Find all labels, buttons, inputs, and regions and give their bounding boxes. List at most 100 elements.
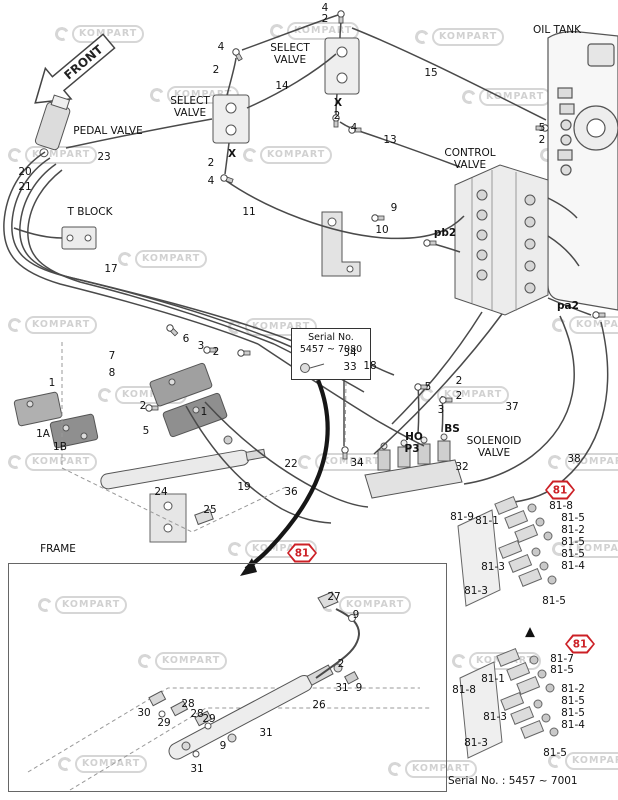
hexagon-fill	[547, 482, 573, 498]
hose-lines	[3, 14, 609, 524]
part-label: BS	[444, 422, 460, 435]
part-label: 32	[455, 460, 469, 473]
part-label: X	[227, 147, 237, 160]
part-label: 5	[424, 380, 432, 393]
kompart-watermark-text: KOMPART	[25, 316, 98, 335]
kompart-watermark: KOMPART	[136, 652, 228, 671]
part-label: 81-5	[543, 746, 567, 759]
label-select-valve-lower: SELECT VALVE	[170, 94, 210, 119]
part-label: 34	[343, 346, 357, 359]
part-label: 7	[108, 349, 116, 362]
callout-81-hexagon: 81	[545, 480, 575, 500]
kompart-watermark: KOMPART	[386, 760, 478, 779]
part-label: 81-4	[561, 718, 585, 731]
part-label: 2	[455, 374, 463, 387]
part-label: 4	[217, 40, 225, 53]
part-label: 2	[321, 12, 329, 25]
callout-81-text: 81	[294, 547, 310, 559]
part-label: 38	[567, 452, 581, 465]
footer-serial-number: Serial No. : 5457 ~ 7001	[448, 775, 578, 787]
kompart-watermark: KOMPART	[320, 596, 412, 615]
part-label: 13	[383, 133, 397, 146]
part-label: 24	[154, 485, 168, 498]
part-label: 81-9	[450, 510, 474, 523]
part-label: 81-3	[464, 736, 488, 749]
part-label: 2	[207, 156, 215, 169]
part-label: 81-2	[561, 523, 585, 536]
part-label: 2	[212, 345, 220, 358]
part-label: 3	[437, 403, 445, 416]
kompart-watermark: KOMPART	[418, 386, 510, 405]
label-control-valve: CONTROL VALVE	[444, 146, 496, 171]
kompart-watermark: KOMPART	[56, 755, 148, 774]
callout-81-text: 81	[572, 638, 588, 650]
part-label: 11	[242, 205, 256, 218]
part-label: 4	[207, 174, 215, 187]
part-label: 2	[337, 657, 345, 670]
part-label: 81-3	[483, 710, 507, 723]
callout-81-hexagon: 81	[287, 543, 317, 563]
kompart-watermark: KOMPART	[6, 146, 98, 165]
part-label: 2	[212, 63, 220, 76]
kompart-watermark-text: KOMPART	[565, 453, 618, 472]
part-label: 33	[343, 360, 357, 373]
part-label: 4	[350, 121, 358, 134]
control-valve-graphic	[454, 164, 549, 316]
part-label: 20	[18, 165, 32, 178]
kompart-watermark-text: KOMPART	[405, 760, 478, 779]
part-label: 81-4	[561, 559, 585, 572]
part-label: 9	[390, 201, 398, 214]
kompart-watermark: KOMPART	[6, 453, 98, 472]
part-label: 81-2	[561, 682, 585, 695]
part-label: 31	[190, 762, 204, 775]
kompart-watermark-text: KOMPART	[55, 596, 128, 615]
part-label: 27	[327, 590, 341, 603]
part-label: pb2	[433, 226, 457, 239]
part-label: pa2	[557, 299, 579, 312]
part-label: 2	[333, 109, 341, 122]
part-label: 23	[97, 150, 111, 163]
kompart-watermark: KOMPART	[241, 146, 333, 165]
kompart-watermark: KOMPART	[226, 540, 318, 559]
kompart-watermark: KOMPART	[226, 318, 318, 337]
part-label: 34	[350, 456, 364, 469]
part-label: 81-1	[475, 514, 499, 527]
up-triangle-marker: ▲	[525, 624, 535, 640]
kompart-watermark-text: KOMPART	[155, 652, 228, 671]
kompart-watermark-text: KOMPART	[135, 250, 208, 269]
part-label: 9	[352, 608, 360, 621]
part-label: 81-7	[550, 652, 574, 665]
kompart-watermark: KOMPART	[546, 453, 618, 472]
label-frame: FRAME	[40, 542, 76, 555]
part-label: 8	[108, 366, 116, 379]
part-label: 9	[219, 739, 227, 752]
part-label: 9	[355, 681, 363, 694]
part-label: 6	[182, 332, 190, 345]
part-label: 81-5	[561, 535, 585, 548]
part-label: 28	[181, 697, 195, 710]
part-label: 31	[259, 726, 273, 739]
hexagon-fill	[289, 545, 315, 561]
part-label: 14	[275, 79, 289, 92]
part-label: 17	[104, 262, 118, 275]
detail-leader-curve	[240, 379, 330, 576]
kompart-watermark-text: KOMPART	[245, 318, 318, 337]
part-label: 37	[505, 400, 519, 413]
part-label: 81-8	[452, 683, 476, 696]
part-label: 81-5	[561, 547, 585, 560]
kompart-watermark-text: KOMPART	[339, 596, 412, 615]
label-oil-tank: OIL TANK	[532, 23, 582, 36]
kompart-watermark-text: KOMPART	[569, 540, 618, 559]
part-label: 15	[424, 66, 438, 79]
part-label: 1	[48, 376, 56, 389]
kompart-watermark: KOMPART	[36, 596, 128, 615]
kompart-watermark: KOMPART	[6, 316, 98, 335]
part-label: 5	[538, 121, 546, 134]
part-label: 2	[139, 399, 147, 412]
kompart-watermark-text: KOMPART	[25, 146, 98, 165]
kompart-watermark-text: KOMPART	[260, 146, 333, 165]
kompart-watermark-text: KOMPART	[437, 386, 510, 405]
part-label: 10	[375, 223, 389, 236]
